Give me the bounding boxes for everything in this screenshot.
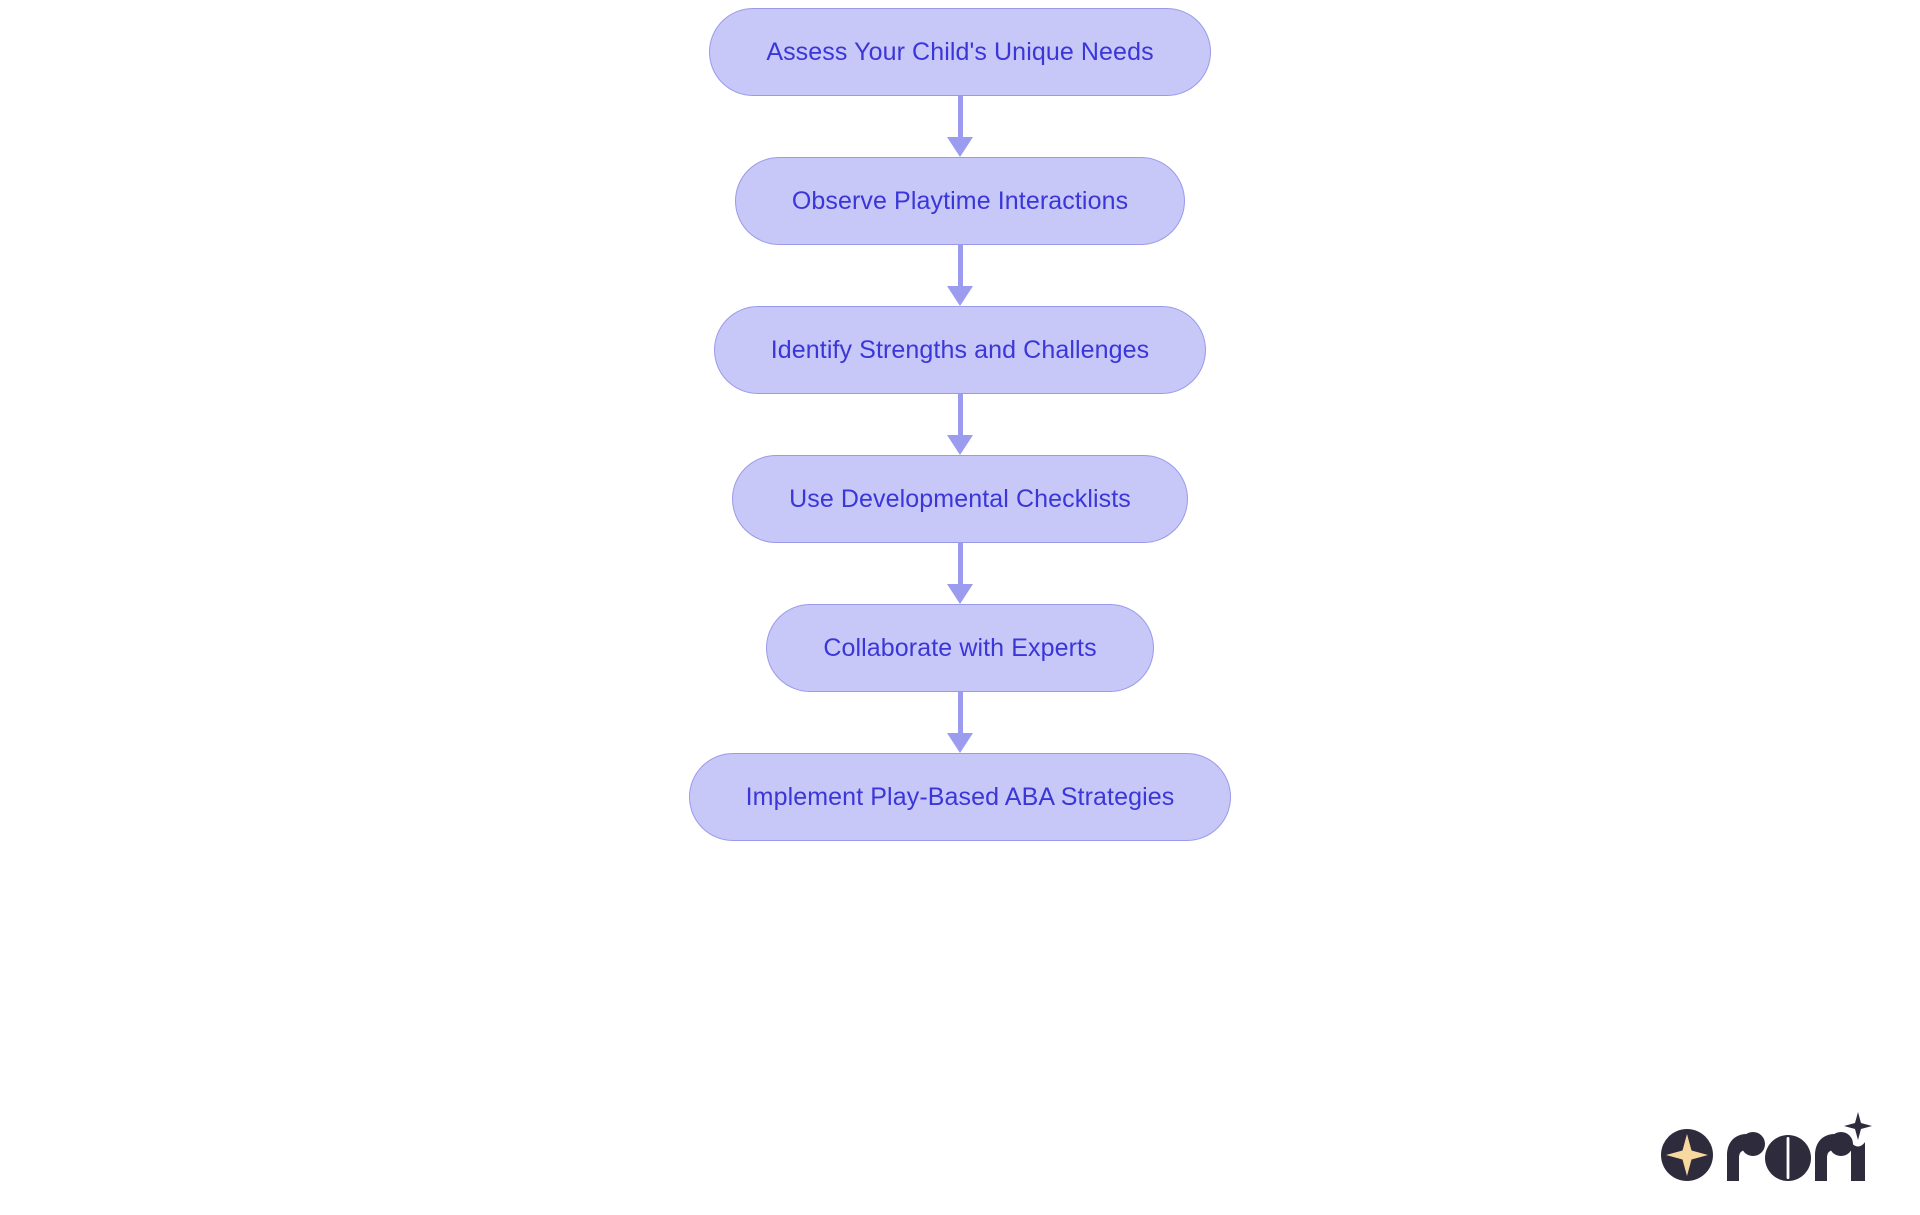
flow-node-step-3[interactable]: Identify Strengths and Challenges bbox=[713, 306, 1207, 394]
flow-node-step-4[interactable]: Use Developmental Checklists bbox=[732, 455, 1188, 543]
sparkle-circle-icon bbox=[1661, 1129, 1713, 1181]
sparkle-accent-icon bbox=[1844, 1112, 1872, 1140]
arrow-head-icon bbox=[947, 733, 973, 753]
arrow-head-icon bbox=[947, 286, 973, 306]
edge-line bbox=[957, 394, 963, 436]
flow-node-step-6[interactable]: Implement Play-Based ABA Strategies bbox=[688, 753, 1232, 841]
flowchart-node-column: Assess Your Child's Unique Needs Observe… bbox=[0, 8, 1920, 841]
arrow-head-icon bbox=[947, 584, 973, 604]
flow-node-label: Observe Playtime Interactions bbox=[791, 186, 1129, 215]
flow-node-label: Collaborate with Experts bbox=[823, 633, 1097, 662]
edge-line bbox=[957, 96, 963, 138]
edge-line bbox=[957, 245, 963, 287]
edge-line bbox=[957, 692, 963, 734]
flow-edge-step-5-to-step-6 bbox=[945, 692, 975, 753]
rori-logo bbox=[1655, 1110, 1875, 1195]
arrow-head-icon bbox=[947, 137, 973, 157]
flow-node-label: Implement Play-Based ABA Strategies bbox=[745, 782, 1175, 811]
edge-line bbox=[957, 543, 963, 585]
flow-node-label: Identify Strengths and Challenges bbox=[770, 335, 1150, 364]
flow-edge-step-4-to-step-5 bbox=[945, 543, 975, 604]
flow-node-step-5[interactable]: Collaborate with Experts bbox=[766, 604, 1154, 692]
flow-node-label: Assess Your Child's Unique Needs bbox=[766, 37, 1154, 66]
arrow-head-icon bbox=[947, 435, 973, 455]
flow-edge-step-2-to-step-3 bbox=[945, 245, 975, 306]
flow-edge-step-1-to-step-2 bbox=[945, 96, 975, 157]
flow-edge-step-3-to-step-4 bbox=[945, 394, 975, 455]
flow-node-step-1[interactable]: Assess Your Child's Unique Needs bbox=[709, 8, 1211, 96]
flow-node-label: Use Developmental Checklists bbox=[789, 484, 1131, 513]
flow-node-step-2[interactable]: Observe Playtime Interactions bbox=[734, 157, 1186, 245]
rori-wordmark bbox=[1727, 1132, 1865, 1181]
